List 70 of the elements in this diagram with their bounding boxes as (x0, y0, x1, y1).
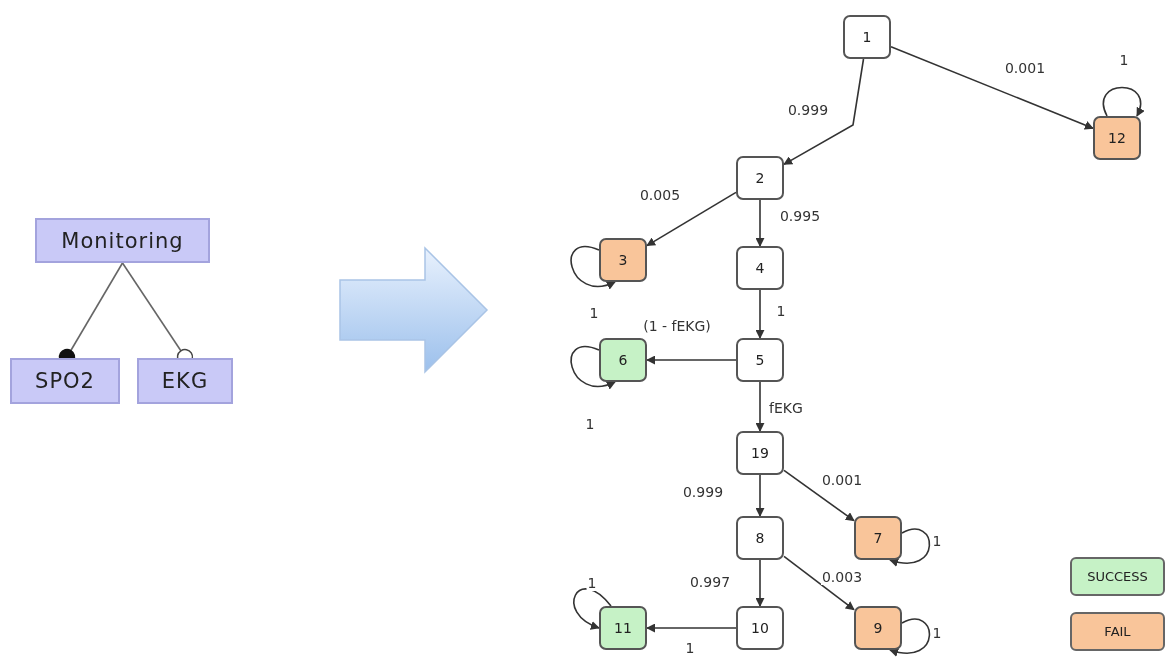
edge-label: fEKG (768, 400, 804, 416)
edge-label: 0.003 (820, 569, 864, 585)
edge-label: (1 - fEKG) (642, 318, 712, 334)
arrow (755, 199, 765, 247)
self-loop-arrow (570, 346, 616, 389)
legend-label: SUCCESS (1087, 569, 1148, 584)
node-label: 8 (755, 530, 765, 546)
node-label: 9 (873, 620, 883, 636)
arrow (646, 191, 737, 247)
node-label: 7 (873, 530, 883, 546)
arrow (783, 58, 865, 166)
node-label: 11 (614, 620, 632, 636)
edge-label: 1 (584, 416, 596, 432)
edge-label: 1 (931, 533, 943, 549)
edge-label: 0.997 (688, 574, 732, 590)
node-label: 1 (862, 29, 872, 45)
edge-label: 0.995 (778, 208, 822, 224)
state-box (736, 338, 784, 382)
arrow (646, 623, 737, 633)
node-label: 12 (1108, 130, 1126, 146)
state-box (736, 156, 784, 200)
arrow (755, 289, 765, 339)
state-box (736, 431, 784, 475)
arrow (755, 474, 765, 517)
self-loop-arrow (1102, 86, 1145, 117)
arrow (755, 559, 765, 607)
arrow (783, 555, 855, 611)
node-label: 3 (618, 252, 628, 268)
edge-label: 0.001 (820, 472, 864, 488)
node-label: SPO2 (35, 369, 95, 393)
state-box (736, 246, 784, 290)
arrow (890, 45, 1094, 130)
state-box (736, 516, 784, 560)
state-box (854, 516, 902, 560)
self-loop-arrow (573, 588, 612, 629)
node-label: 19 (751, 445, 769, 461)
node-label: 5 (755, 352, 765, 368)
state-box (854, 606, 902, 650)
self-loop-arrow (889, 528, 931, 567)
state-box (1093, 116, 1141, 160)
node-label: 10 (751, 620, 769, 636)
arrow (783, 469, 855, 522)
edge-label: 1 (1118, 52, 1130, 68)
state-box (599, 238, 647, 282)
feature-box (137, 358, 233, 404)
legend-label: FAIL (1104, 624, 1131, 639)
state-box (736, 606, 784, 650)
node-label: 6 (618, 352, 628, 368)
state-box (599, 338, 647, 382)
edge-label: 1 (775, 303, 787, 319)
edge-label: 0.001 (1003, 60, 1047, 76)
self-loop-arrow (570, 246, 616, 289)
state-box (599, 606, 647, 650)
edge-label: 1 (586, 575, 598, 591)
edge-label: 0.999 (786, 102, 830, 118)
node-label: 2 (755, 170, 765, 186)
feature-box (10, 358, 120, 404)
edge-label: 0.005 (638, 187, 682, 203)
edge-label: 1 (684, 640, 696, 656)
edge-label: 1 (931, 625, 943, 641)
node-label: Monitoring (61, 228, 184, 253)
arrow (646, 355, 737, 365)
feature-box (35, 218, 210, 263)
node-label: 4 (755, 260, 765, 276)
node-label: EKG (161, 369, 209, 393)
edge-label: 1 (588, 305, 600, 321)
state-box (843, 15, 891, 59)
arrow (755, 381, 765, 432)
self-loop-arrow (889, 618, 931, 657)
edge-label: 0.999 (681, 484, 725, 500)
